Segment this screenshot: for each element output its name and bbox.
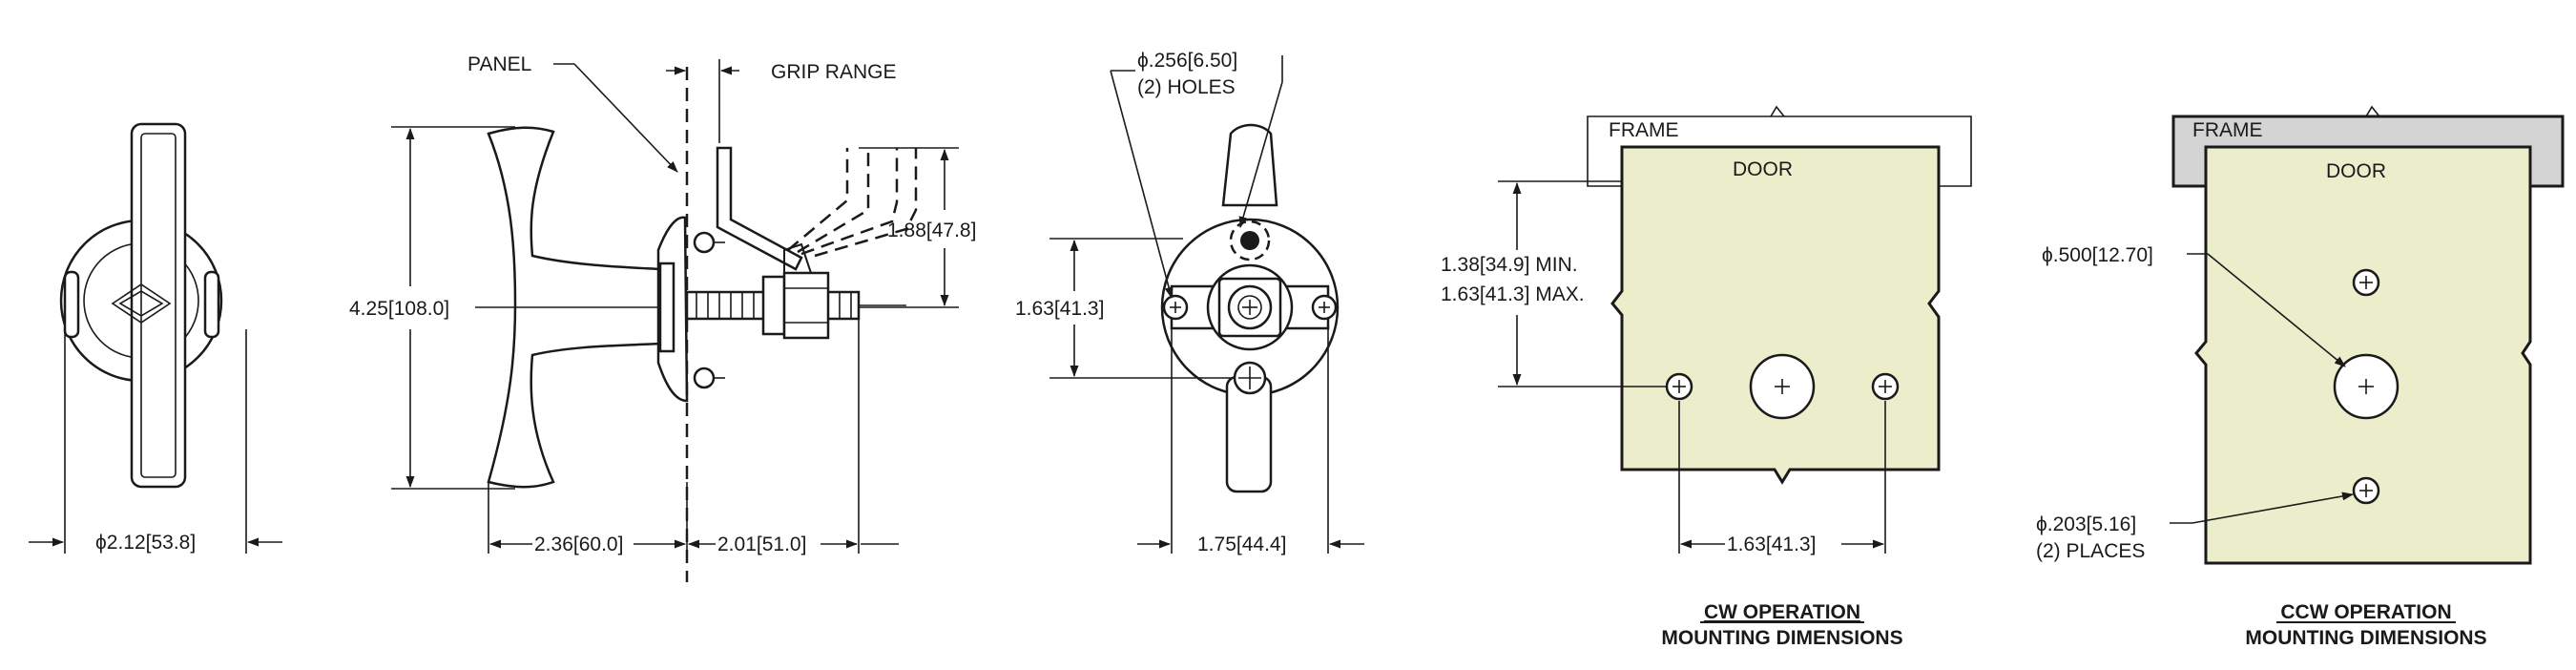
panel-label: PANEL	[467, 53, 531, 75]
stud-length-label: 2.01[51.0]	[717, 534, 806, 555]
dia-center-label: ϕ.500[12.70]	[2042, 244, 2153, 266]
ccw-operation-title: CCW OPERATION	[2280, 601, 2451, 623]
hole-diameter-callout: ϕ.256[6.50] (2) HOLES	[1110, 50, 1283, 299]
rosette-dia-label: ϕ2.12[53.8]	[95, 532, 196, 554]
holes-count-label: (2) HOLES	[1137, 76, 1236, 98]
dia-small-label: ϕ.203[5.16]	[2036, 513, 2136, 535]
grip-range-callout: GRIP RANGE	[666, 59, 896, 143]
dim-handle-height: 4.25[108.0]	[349, 126, 660, 490]
handle-height-label: 4.25[108.0]	[349, 298, 449, 320]
grip-height-label: 1.88[47.8]	[887, 220, 976, 241]
frame-left-label: FRAME	[1609, 119, 1679, 141]
cw-mounting-title: MOUNTING DIMENSIONS	[1661, 627, 1902, 649]
small-hole-callout: ϕ.203[5.16] (2) PLACES	[2036, 492, 2354, 562]
grip-range-label: GRIP RANGE	[771, 61, 896, 83]
front-hole-spacing-label: 1.63[41.3]	[1015, 298, 1104, 320]
max-dim-label: 1.63[41.3] MAX.	[1441, 283, 1585, 305]
front-view	[1160, 123, 1340, 493]
cw-mounting-diagram: FRAME DOOR	[1587, 105, 1972, 485]
front-width-label: 1.75[44.4]	[1197, 534, 1286, 555]
places-label: (2) PLACES	[2036, 540, 2145, 562]
min-dim-label: 1.38[34.9] MIN.	[1441, 254, 1578, 276]
dim-grip-height: 1.88[47.8]	[859, 147, 976, 308]
frame-left	[1587, 115, 1972, 187]
panel-callout: PANEL	[467, 53, 678, 173]
ccw-mounting-diagram: FRAME DOOR	[2171, 105, 2565, 565]
dim-stud-length: 2.01[51.0]	[688, 320, 899, 555]
end-view	[59, 122, 223, 489]
door-right-label: DOOR	[2326, 160, 2386, 182]
cw-operation-title: CW OPERATION	[1704, 601, 1860, 623]
door-left	[1610, 145, 1941, 485]
handle-depth-label: 2.36[60.0]	[534, 534, 623, 555]
ccw-mounting-title: MOUNTING DIMENSIONS	[2245, 627, 2486, 649]
center-hole-callout: ϕ.500[12.70]	[2042, 244, 2346, 367]
dim-rosette-diameter: ϕ2.12[53.8]	[29, 329, 282, 554]
ccw-caption: CCW OPERATION MOUNTING DIMENSIONS	[2245, 601, 2486, 649]
dim-front-width: 1.75[44.4]	[1137, 328, 1364, 555]
cw-hole-spacing-label: 1.63[41.3]	[1727, 534, 1816, 555]
frame-right-label: FRAME	[2192, 119, 2263, 141]
door-left-label: DOOR	[1733, 158, 1793, 180]
cw-caption: CW OPERATION MOUNTING DIMENSIONS	[1661, 601, 1902, 649]
dia-hole-label: ϕ.256[6.50]	[1137, 50, 1237, 72]
dim-handle-depth: 2.36[60.0]	[488, 482, 688, 555]
dim-min-max: 1.38[34.9] MIN. 1.63[41.3] MAX.	[1441, 180, 1666, 387]
dim-cw-hole-spacing: 1.63[41.3]	[1678, 401, 1886, 555]
dim-front-hole-spacing: 1.63[41.3]	[1015, 238, 1235, 379]
side-view	[487, 67, 918, 582]
